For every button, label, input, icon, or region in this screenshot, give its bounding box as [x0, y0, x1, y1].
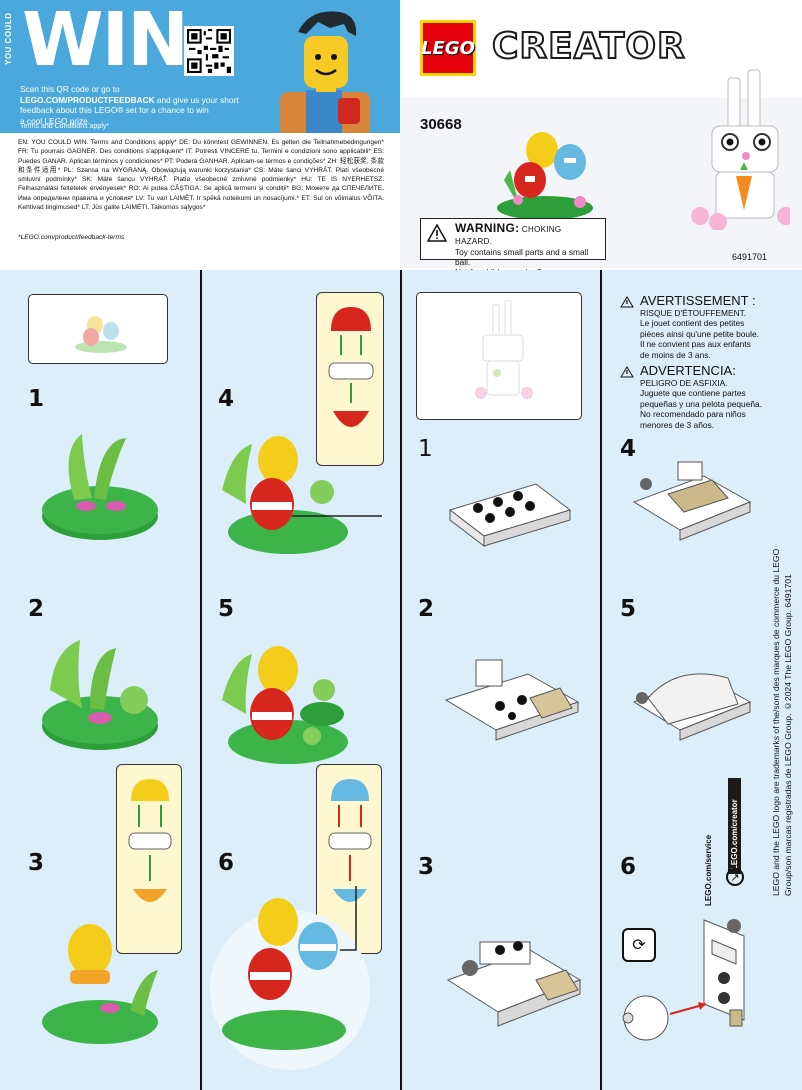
minifigure-illustration: [280, 11, 370, 133]
step-number-b1: 1: [418, 436, 433, 462]
win-title: WIN: [22, 0, 189, 83]
choking-warning-fr-es: AVERTISSEMENT : RISQUE D'ÉTOUFFEMENT. Le…: [620, 294, 792, 430]
warning-es-title: ADVERTENCIA:: [640, 363, 736, 379]
warning-fr-line3: pièces ainsi qu'une petite boule.: [640, 328, 759, 339]
step-b2-model: [444, 659, 580, 741]
step-2-model: [42, 640, 158, 750]
warning-es-line2: Juguete que contiene partes: [640, 388, 746, 399]
warning-fr-line1: RISQUE D'ÉTOUFFEMENT.: [640, 308, 747, 318]
step-3-parts-diagram: [128, 779, 172, 902]
terms-link[interactable]: *LEGO.com/product/feedback-terms: [18, 234, 125, 241]
bunny-overview-thumb: [416, 292, 582, 420]
step-b5-model: [632, 673, 752, 741]
warning-fr-line4: Il ne convient pas aux enfants: [640, 339, 751, 350]
step-3-callout: [116, 764, 182, 954]
step-number-b3: 3: [418, 854, 435, 880]
win-banner: YOU COULD WIN Scan this QR code or: [0, 0, 400, 133]
warning-subtitle: CHOKING HAZARD.: [455, 225, 562, 246]
feedback-link[interactable]: LEGO.COM/PRODUCTFEEDBACK: [20, 94, 155, 105]
legal-paragraph: EN: YOU COULD WIN. Terms and Conditions …: [18, 139, 384, 212]
warning-triangle-icon: [620, 366, 634, 378]
step-5-model: [222, 646, 348, 764]
warning-triangle-icon: [620, 296, 634, 308]
step-b4-model: [632, 461, 752, 541]
terms-note: Terms and Conditions apply*: [20, 123, 110, 130]
bunny-and-flowers-illustration: [497, 69, 790, 230]
item-code: 6491701: [732, 252, 768, 262]
step-number-b6: 6: [620, 854, 637, 880]
step-b3-model: [446, 941, 582, 1027]
lego-logo: LEGO: [420, 20, 476, 76]
step-4-parts-diagram: [328, 307, 374, 427]
step-number-4: 4: [218, 386, 235, 412]
step-6-model: [210, 886, 370, 1070]
instruction-panels: 1 2 3 4: [0, 270, 802, 1090]
panel-divider-2: [400, 270, 402, 1090]
step-4-callout: [316, 292, 384, 466]
warning-fr-line2: Le jouet contient des petites: [640, 318, 745, 329]
warning-es-line1: PELIGRO DE ASFIXIA.: [640, 378, 728, 389]
step-6-parts-diagram: [328, 779, 372, 902]
step-3-model: [42, 924, 158, 1044]
step-number-5: 5: [218, 596, 235, 622]
trademark-text: LEGO and the LEGO logo are trademarks of…: [771, 548, 793, 896]
step-number-2: 2: [28, 596, 45, 622]
step-number-6: 6: [218, 850, 235, 876]
bunny-preview-icon: [475, 300, 533, 399]
win-message: Scan this QR code or go to LEGO.COM/PROD…: [20, 84, 320, 126]
panel-divider-3: [600, 270, 602, 1090]
win-message-line4: a cool LEGO prize.: [20, 115, 91, 126]
panel-divider-1: [200, 270, 202, 1090]
warning-es-line4: No recomendado para niños: [640, 409, 746, 420]
link-arrow-icon[interactable]: ↗: [726, 868, 744, 886]
choking-warning-en: WARNING: CHOKING HAZARD. Toy contains sm…: [420, 218, 606, 277]
you-could-label: YOU COULD: [4, 12, 13, 66]
qr-code-icon: [187, 29, 231, 73]
warning-fr-title: AVERTISSEMENT :: [640, 293, 756, 308]
flowers-preview-icon: [75, 316, 127, 353]
win-message-line3: feedback about this LEGO® set for a chan…: [20, 105, 209, 115]
warning-fr-line5: de moins de 3 ans.: [640, 349, 711, 360]
step-number-3: 3: [28, 850, 45, 876]
step-1-model: [42, 434, 158, 540]
rotate-model-icon: ⟳: [622, 928, 656, 962]
lego-logo-text: LEGO: [421, 37, 475, 59]
step-number-1: 1: [28, 386, 45, 412]
step-number-b5: 5: [620, 596, 637, 622]
flowers-overview-thumb: [28, 294, 168, 364]
trademark-notice: LEGO and the LEGO logo are trademarks of…: [770, 536, 796, 896]
win-message-line1: Scan this QR code or go to: [20, 84, 120, 94]
qr-code[interactable]: [184, 26, 234, 76]
step-number-b2: 2: [418, 596, 435, 622]
step-b6-model: [622, 919, 745, 1041]
header-section: LEGO CREATOR 30668 WARNING: CHOKING HAZA…: [400, 0, 802, 277]
warning-triangle-icon: [427, 224, 447, 242]
step-number-b4: 4: [620, 436, 637, 462]
warning-title: WARNING:: [455, 221, 520, 235]
warning-es-line3: pequeñas y una pelota pequeña.: [640, 398, 763, 409]
theme-title: CREATOR: [491, 25, 686, 68]
warning-line1: Toy contains small parts and a small bal…: [455, 247, 589, 267]
win-message-line2: and give us your short: [154, 94, 239, 105]
warning-es-line5: menores de 3 años.: [640, 419, 715, 430]
set-number: 30668: [420, 116, 462, 133]
step-4-model: [222, 436, 382, 554]
creator-link[interactable]: LEGO.com/creator: [728, 778, 741, 874]
promo-section: YOU COULD WIN Scan this QR code or: [0, 0, 400, 268]
service-link[interactable]: LEGO.com/service: [704, 834, 713, 906]
step-b1-model: [448, 483, 572, 548]
